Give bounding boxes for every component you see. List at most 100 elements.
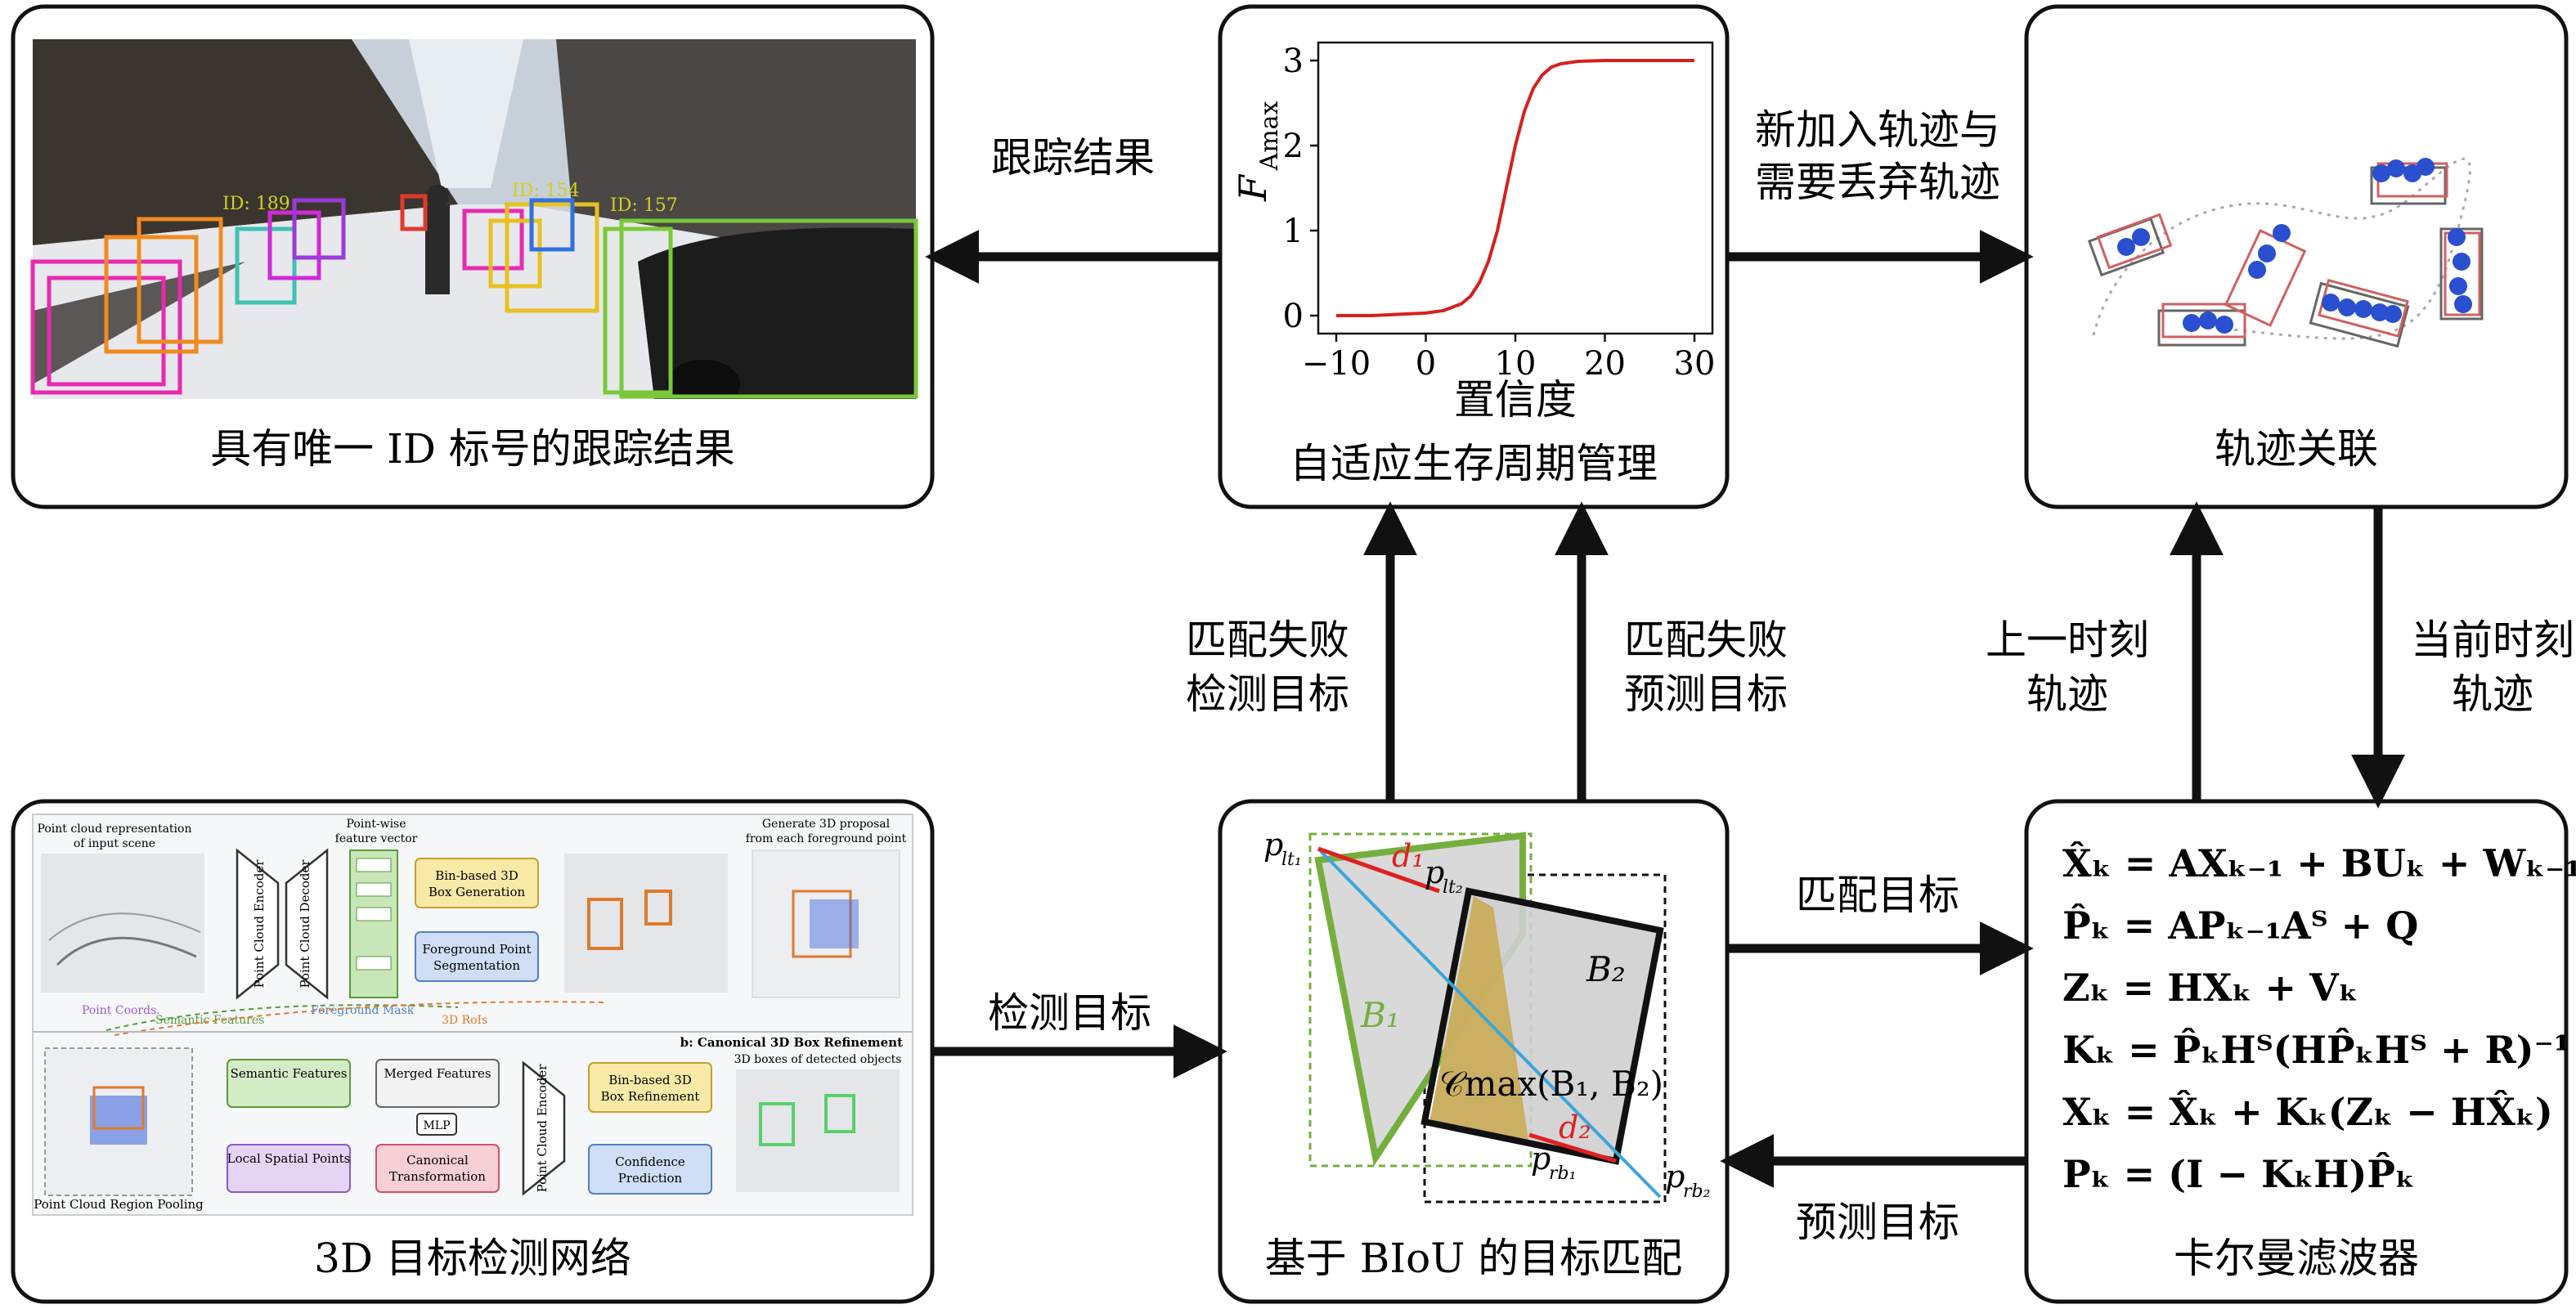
- svg-text:Bin-based 3D: Bin-based 3D: [435, 868, 518, 883]
- trajectory-point: [2372, 164, 2390, 182]
- svg-text:Box Generation: Box Generation: [429, 885, 526, 899]
- svg-text:B₂: B₂: [1586, 949, 1626, 989]
- svg-text:feature vector: feature vector: [335, 832, 418, 845]
- svg-text:Canonical: Canonical: [406, 1153, 469, 1168]
- svg-text:from each foreground point: from each foreground point: [746, 832, 907, 845]
- svg-text:Local Spatial Points: Local Spatial Points: [227, 1151, 351, 1166]
- svg-text:b: Canonical 3D Box Refinement: b: Canonical 3D Box Refinement: [680, 1035, 903, 1050]
- d2-line: [1528, 1132, 1617, 1163]
- svg-text:3D boxes of detected objects: 3D boxes of detected objects: [734, 1053, 902, 1066]
- trajectory-point: [2449, 277, 2467, 295]
- trajectory-point: [2322, 294, 2340, 312]
- trajectory-point: [2454, 295, 2472, 313]
- trajectory-point: [2448, 228, 2466, 246]
- svg-text:Merged Features: Merged Features: [384, 1066, 491, 1081]
- lifecycle-caption: 自适应生存周期管理: [1290, 440, 1658, 487]
- svg-text:Box Refinement: Box Refinement: [601, 1089, 700, 1104]
- arrows: [925, 230, 2405, 1188]
- trajectory-point: [2417, 158, 2435, 176]
- B1-enclosing-box: [1308, 832, 1533, 1168]
- trajectory-point: [2453, 253, 2471, 271]
- trajectory-illustration: [2087, 157, 2484, 348]
- svg-text:Point Cloud Decoder: Point Cloud Decoder: [298, 859, 312, 988]
- trajectory-point: [2273, 224, 2291, 242]
- bin-box-generation: [415, 858, 539, 908]
- kalman-equation: P̂ₖ = APₖ₋₁Aᵀ + Q: [2062, 903, 2418, 948]
- svg-text:F: F: [1231, 173, 1275, 202]
- svg-text:Confidence: Confidence: [615, 1154, 685, 1169]
- label-prev-traj-line1: 上一时刻: [1986, 616, 2149, 664]
- trajectory-point: [2199, 312, 2217, 329]
- trajectory-point: [2117, 238, 2135, 256]
- label-predicted-target: 预测目标: [1796, 1199, 1959, 1246]
- arrow-labels: 跟踪结果 新加入轨迹与 需要丢弃轨迹 匹配失败 检测目标 匹配失败 预测目标 上…: [988, 106, 2574, 1246]
- y-tick-label: 0: [1283, 298, 1304, 335]
- trajectory-point: [2354, 300, 2372, 318]
- svg-text:lt₂: lt₂: [1443, 877, 1463, 898]
- scene-id-label: ID: 189: [222, 194, 290, 214]
- label-curr-traj-line1: 当前时刻: [2411, 616, 2574, 664]
- svg-text:Amax: Amax: [1255, 101, 1284, 171]
- x-tick-label: 0: [1416, 345, 1436, 383]
- trajectory-point: [2387, 159, 2405, 177]
- svg-text:p: p: [1425, 854, 1444, 890]
- trajectory-point: [2258, 244, 2276, 262]
- svg-text:Semantic Features: Semantic Features: [155, 1014, 264, 1027]
- label-detected-target: 检测目标: [988, 989, 1151, 1037]
- kalman-box: X̂ₖ = AXₖ₋₁ + BUₖ + Wₖ₋₁ P̂ₖ = APₖ₋₁Aᵀ +…: [2024, 799, 2576, 1304]
- svg-text:Prediction: Prediction: [618, 1171, 683, 1186]
- label-new-drop-line2: 需要丢弃轨迹: [1755, 159, 2000, 206]
- label-tracking-result: 跟踪结果: [991, 134, 1155, 182]
- feature-vector: [349, 850, 398, 998]
- svg-text:Point Cloud Encoder: Point Cloud Encoder: [535, 1064, 550, 1193]
- svg-text:of input scene: of input scene: [74, 837, 155, 850]
- trajectory-point: [2215, 316, 2233, 334]
- svg-text:B₁: B₁: [1360, 995, 1400, 1035]
- label-matched-target: 匹配目标: [1796, 872, 1959, 919]
- svg-text:Point Coords.: Point Coords.: [82, 1004, 160, 1017]
- kalman-equation: Xₖ = X̂ₖ + Kₖ(Zₖ − HX̂ₖ): [2062, 1090, 2553, 1134]
- Cmax-overlap: [1429, 896, 1529, 1145]
- label-unmatched-det-line2: 检测目标: [1186, 670, 1349, 718]
- B2-enclosing-box: [1423, 873, 1667, 1204]
- series-line: [1336, 59, 1694, 317]
- y-tick-label: 1: [1283, 213, 1304, 250]
- svg-text:MLP: MLP: [423, 1119, 450, 1132]
- svg-text:p: p: [1665, 1159, 1685, 1195]
- trajectory-point: [2183, 314, 2201, 332]
- svg-text:p: p: [1263, 827, 1283, 863]
- svg-text:Transformation: Transformation: [389, 1169, 486, 1184]
- x-axis-label: 置信度: [1454, 376, 1577, 424]
- point-cloud-thumbnail: [41, 854, 204, 993]
- label-new-drop-line1: 新加入轨迹与: [1755, 106, 2000, 154]
- tracking-result-box: ID: 189 ID: 154 ID: 157 具有唯一 ID 标号的跟踪结果: [11, 4, 935, 509]
- trajectory-point: [2371, 303, 2389, 321]
- y-tick-label: 3: [1283, 43, 1304, 80]
- svg-text:Bin-based 3D: Bin-based 3D: [608, 1073, 692, 1087]
- decoder-block: [285, 848, 329, 1000]
- kalman-equations: X̂ₖ = AXₖ₋₁ + BUₖ + Wₖ₋₁ P̂ₖ = APₖ₋₁Aᵀ +…: [2062, 841, 2576, 1196]
- biou-illustration: p lt₁ p lt₂ d₁ B₁ B₂ 𝒞max(B₁, B₂) d₂ p r…: [1263, 827, 1710, 1204]
- trajectory-point: [2338, 298, 2356, 316]
- x-tick-label: 20: [1584, 345, 1626, 383]
- kalman-equation: Pₖ = (I − KₖH)P̂ₖ: [2062, 1152, 2415, 1196]
- label-unmatched-pred-line1: 匹配失败: [1624, 616, 1788, 664]
- label-unmatched-det-line1: 匹配失败: [1186, 616, 1349, 664]
- diagonal-line: [1317, 847, 1662, 1199]
- association-box: 轨迹关联: [2024, 4, 2569, 509]
- tracking-result-caption: 具有唯一 ID 标号的跟踪结果: [210, 425, 735, 473]
- x-tick-label: 30: [1674, 345, 1716, 383]
- svg-text:d₂: d₂: [1559, 1110, 1591, 1145]
- kalman-equation: Zₖ = HXₖ + Vₖ: [2062, 966, 2358, 1010]
- tracking-3d-boxes: ID: 189 ID: 154 ID: 157: [30, 181, 918, 399]
- svg-text:Point Cloud Region Pooling: Point Cloud Region Pooling: [34, 1197, 204, 1212]
- svg-text:rb₂: rb₂: [1683, 1181, 1710, 1202]
- kalman-equation: Kₖ = P̂ₖHᵀ(HP̂ₖHᵀ + R)⁻¹: [2062, 1028, 2570, 1072]
- svg-text:Segmentation: Segmentation: [433, 958, 520, 973]
- svg-text:Generate 3D proposal: Generate 3D proposal: [762, 818, 891, 831]
- svg-text:Point-wise: Point-wise: [346, 818, 406, 831]
- biou-caption: 基于 BIoU 的目标匹配: [1265, 1235, 1683, 1282]
